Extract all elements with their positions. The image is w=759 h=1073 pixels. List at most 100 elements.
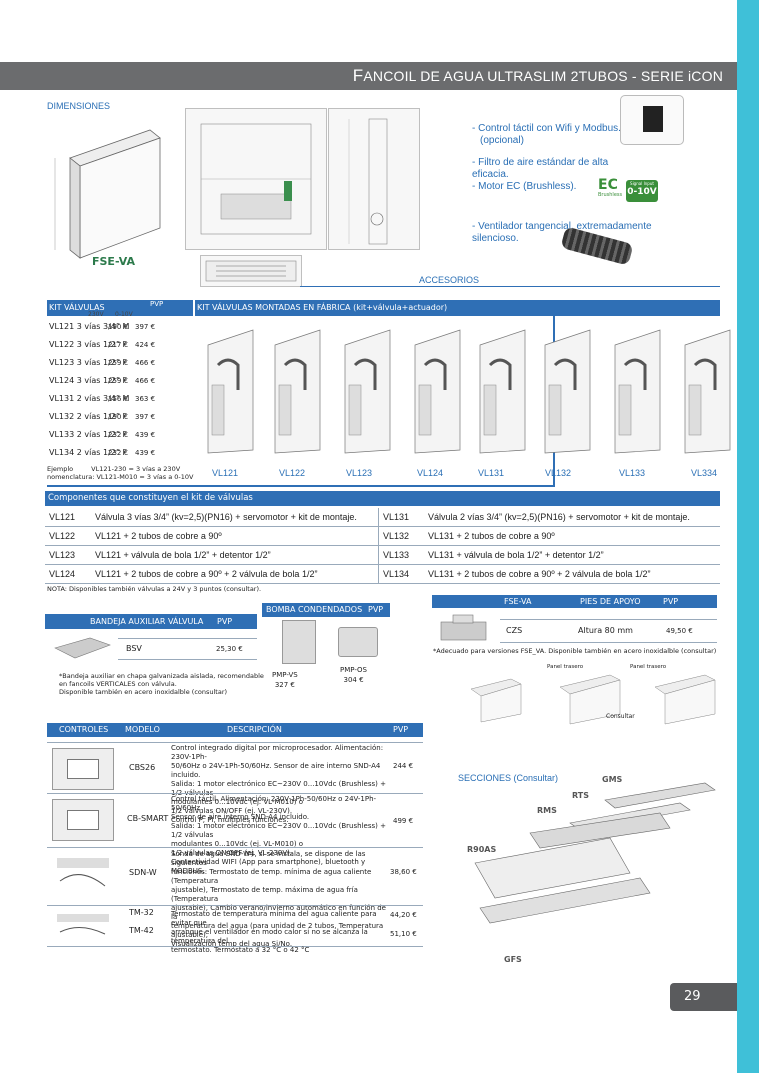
table-row: CB-SMART Control táctil. Alimentación: 2… [47,793,423,875]
model-price: 38,60 € [390,868,417,876]
kit-row-230v: 259 € [108,359,129,367]
controles-header-bar: CONTROLES MODELO DESCRIPCIÓN PVP [47,723,423,737]
bomba-os-price: 304 € [343,676,364,684]
comp-code: VL131 [383,512,410,522]
accesorios-rule [300,286,720,287]
model-name-2: TM-42 [129,926,154,935]
valve-unit-image [265,325,323,455]
kit-row-name: VL122 3 vías 1/2” F [49,340,128,349]
desc-line: Sonda de agua SND-W4, si se instala, se … [171,850,366,867]
bomba-os-code: PMP-OS [340,666,368,674]
comp-code: VL132 [383,531,410,541]
kit-row-name: VL134 2 vías 1/2” F [49,448,128,457]
desc-line: modulantes 0...10Vdc (ej. VL-M010) o [171,798,304,806]
bandeja-header-bar: BANDEJA AUXILIAR VÁLVULA PVP [45,614,257,629]
bandeja-price: 25,30 € [216,645,243,653]
kit-row-010v: 466 € [135,377,156,385]
model-name: CB-SMART [127,814,169,823]
model-tag: FSE-VA [92,255,135,268]
valve-model-label: VL334 [691,468,718,478]
kit-table-header: KIT VÁLVULAS PVP KIT VÁLVULAS MONTADAS E… [47,300,720,316]
kit-row-010v: 424 € [135,341,156,349]
controles-h-pvp: PVP [393,725,409,734]
table-row: TM-32 TM-42 Termostato de temperatura mí… [47,905,423,954]
desc-line: ajustable), Termostato de temp. máxima d… [171,886,358,903]
consultar-label: Consultar [606,713,635,720]
comp-desc: VL131 + 2 tubos de cobre a 90º + 2 válvu… [428,569,651,579]
desc-line: 50/60Hz o 24V-1Ph-50/60Hz. Sensor de air… [171,762,381,779]
section-label: GMS [602,775,623,784]
valve-model-label: VL122 [279,468,306,478]
componentes-divider [378,508,379,583]
kit-row-010v: 439 € [135,449,156,457]
model-price: 44,20 € [390,911,417,919]
valve-unit-image [405,325,463,455]
comp-code: VL124 [49,569,76,579]
section-label: RTS [572,791,590,800]
section-dimensiones: DIMENSIONES [47,101,111,111]
feature-wifi-optional: (opcional) [480,135,524,146]
section-label: RMS [537,806,557,815]
desc-line: arranque el ventilador en modo calor si … [171,928,368,945]
comp-code: VL122 [49,531,76,541]
page-number: 29 [670,983,737,1011]
comp-code: VL123 [49,550,76,560]
support-feet-image [433,612,499,644]
pies-header: PIES DE APOYO [580,597,641,606]
valve-model-label: VL133 [619,468,646,478]
model-name: SDN-W [129,868,157,877]
signal-input-label: Signal Input [630,181,654,186]
desc-line: 1/2 válvulas ON/OFF (ej. VL-230V). [171,807,293,815]
kit-row-name: VL133 2 vías 1/2” F [49,430,128,439]
montadas-header: KIT VÁLVULAS MONTADAS EN FÁBRICA (kit+vá… [197,303,448,312]
comp-desc: Válvula 3 vías 3/4” (kv=2,5)(PN16) + ser… [95,512,357,522]
section-label: R90AS [467,845,497,854]
desc-line: Termostato de temperatura mínima del agu… [171,910,377,927]
kit-row-010v: 397 € [135,323,156,331]
table-row: CBS26 Control integrado digital por micr… [47,742,423,824]
model-description: Sonda de agua SND-W4, si se instala, se … [171,850,393,949]
valve-unit-image [675,325,733,455]
pump-os-image [338,627,378,657]
ec-badge: EC Brushless [598,178,626,202]
controles-h-controles: CONTROLES [59,725,109,734]
comp-desc: VL121 + válvula de bola 1/2” + detentor … [95,550,271,560]
ec-label: EC [598,177,618,193]
feature-motor: - Motor EC (Brushless). [472,181,577,192]
desc-line: 1/2 válvulas ON/OFF (ej. VL-230V). [171,849,293,857]
pies-pvp: PVP [663,597,679,606]
thermostat-image [55,912,111,938]
bandeja-header: BANDEJA AUXILIAR VÁLVULA [90,617,204,626]
kit-pvp: PVP [150,300,164,308]
model-name: TM-32 [129,908,154,917]
kit-row-name: VL131 2 vías 3/4” M [49,394,130,403]
panel-image [466,674,526,724]
bomba-header: BOMBA CONDENDADOS [266,605,363,614]
comp-desc: VL121 + 2 tubos de cobre a 90º + 2 válvu… [95,569,318,579]
bandeja-note: en fancoils VERTICALES con válvula. [59,680,177,688]
bomba-vs-code: PMP-VS [272,671,298,679]
desc-line: temperatura del agua (para unidad de 2 t… [171,922,384,939]
bottom-view-drawing [200,255,302,287]
model-price-2: 51,10 € [390,930,417,938]
kit-row-230v: 217 € [108,341,129,349]
feature-fan-2: silencioso. [472,233,519,244]
desc-line: Contectividad WIFI (App para smartphone)… [171,858,366,875]
pies-altura: Altura 80 mm [578,626,633,635]
bandeja-pvp: PVP [217,617,233,626]
desc-line: Salida: 1 motor electrónico EC~230V 0...… [171,822,386,839]
bomba-vs-price: 327 € [274,681,295,689]
kit-010v: 0-10V [115,311,133,318]
table-row: SDN-W Sonda de agua SND-W4, si se instal… [47,847,423,948]
pies-note: *Adecuado para versiones FSE_VA. Disponi… [433,647,717,655]
desc-line: modulantes 0...10Vdc (ej. VL-M010) o [171,840,304,848]
side-accent-bar [737,0,759,1073]
